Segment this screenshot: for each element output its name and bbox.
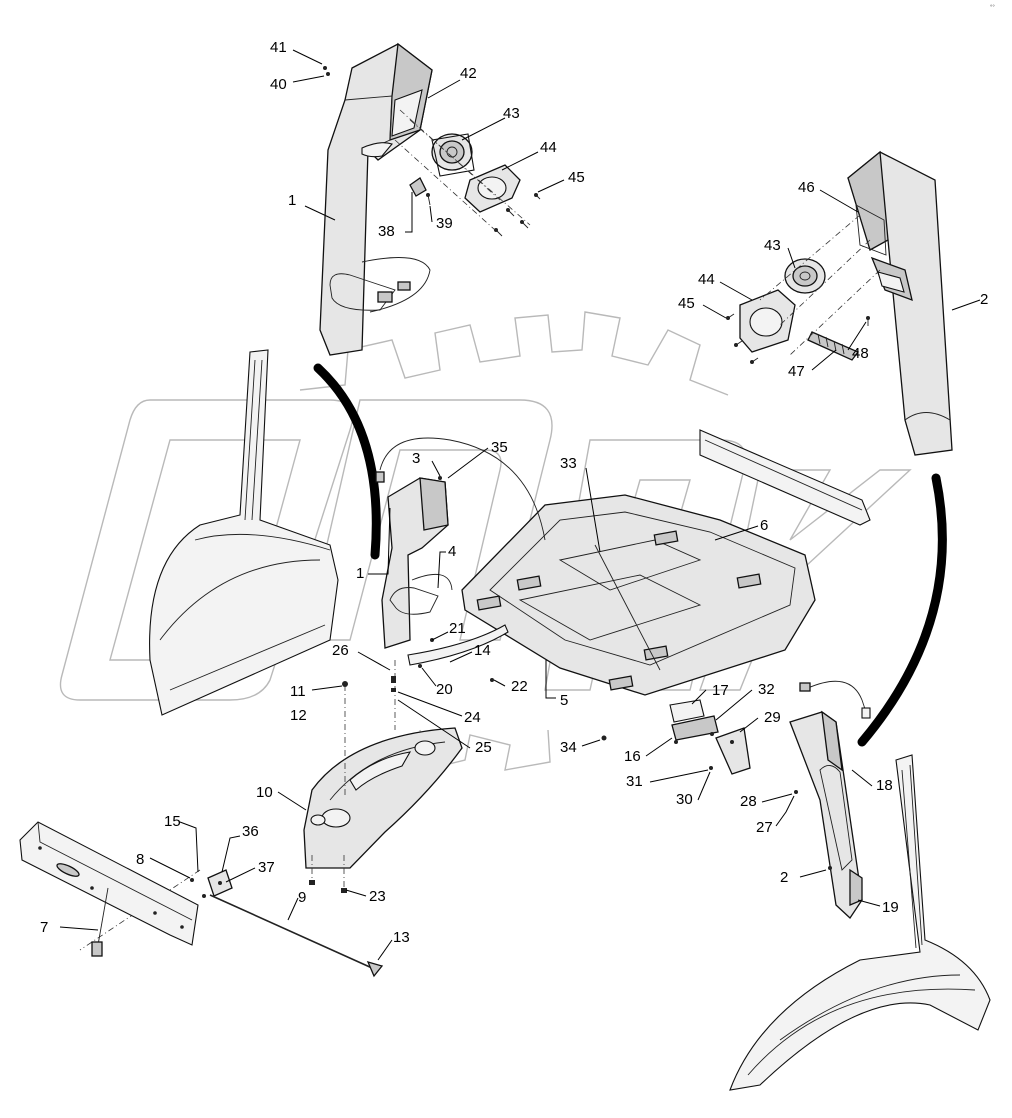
callout-31: 31 <box>626 773 643 790</box>
roof-headliner <box>461 494 816 696</box>
left-fender-panel <box>149 349 339 716</box>
assembly-lines-upper-right <box>759 214 881 356</box>
callout-11: 11 <box>290 683 306 700</box>
speaker-grille-left <box>464 164 521 213</box>
wire-harness-47 <box>807 331 860 361</box>
callout-29: 29 <box>764 709 781 726</box>
callout-9: 9 <box>298 889 306 906</box>
callout-20: 20 <box>436 681 453 698</box>
callout-45-left: 45 <box>568 169 585 186</box>
speaker-left <box>431 133 475 177</box>
misc-fasteners <box>601 735 798 794</box>
callout-34: 34 <box>560 739 577 756</box>
callout-47: 47 <box>788 363 805 380</box>
callout-5: 5 <box>560 692 568 709</box>
rear-trim-rail <box>699 429 871 526</box>
callout-38: 38 <box>378 223 395 240</box>
callout-45-right: 45 <box>678 295 695 312</box>
callout-44-left: 44 <box>540 139 557 156</box>
speaker-grille-right <box>739 289 796 353</box>
callout-25: 25 <box>475 739 492 756</box>
callout-30: 30 <box>676 791 693 808</box>
right-upper-pillar <box>847 150 953 456</box>
callout-43-left: 43 <box>503 105 520 122</box>
callout-21: 21 <box>449 620 466 637</box>
callout-13: 13 <box>393 929 410 946</box>
assembly-lines-console <box>79 660 396 951</box>
callout-43-right: 43 <box>764 237 781 254</box>
callout-33: 33 <box>560 455 577 472</box>
speaker-right <box>784 258 826 294</box>
callout-16: 16 <box>624 748 641 765</box>
right-lower-pillar <box>789 710 863 919</box>
callout-42: 42 <box>460 65 477 82</box>
bracket-36-37 <box>190 869 233 898</box>
left-upper-pillar <box>319 42 433 356</box>
callout-19: 19 <box>882 899 899 916</box>
bracket-29-30 <box>709 727 751 775</box>
light-module-16-17 <box>669 699 719 744</box>
callout-28: 28 <box>740 793 757 810</box>
right-fender-panel <box>729 754 991 1091</box>
callout-23: 23 <box>369 888 386 905</box>
rod-9 <box>209 894 384 978</box>
clip-40-41 <box>323 66 330 76</box>
cable-right <box>799 680 871 719</box>
callout-44-right: 44 <box>698 271 715 288</box>
callout-18: 18 <box>876 777 893 794</box>
callout-3: 3 <box>412 450 420 467</box>
callout-41: 41 <box>270 39 287 56</box>
callout-24: 24 <box>464 709 481 726</box>
connector-arcs <box>313 363 947 747</box>
callout-14: 14 <box>474 642 491 659</box>
corner-mark: °° <box>990 5 995 11</box>
bracket-38-39 <box>409 177 431 206</box>
left-mid-pillar <box>381 477 453 649</box>
callout-22: 22 <box>511 678 528 695</box>
screws-right <box>726 313 870 364</box>
callout-37: 37 <box>258 859 275 876</box>
callout-46: 46 <box>798 179 815 196</box>
callout-labels: 41 40 42 43 44 45 1 38 39 46 43 44 45 2 … <box>40 5 995 946</box>
callout-35: 35 <box>491 439 508 456</box>
front-header-bar <box>19 821 199 957</box>
trim-strip-14 <box>407 624 509 682</box>
callout-36: 36 <box>242 823 259 840</box>
screws-left <box>494 193 541 237</box>
callout-4: 4 <box>448 543 456 560</box>
callout-40: 40 <box>270 76 287 93</box>
callout-12: 12 <box>290 707 307 724</box>
cable-35 <box>375 437 546 541</box>
callout-2-upper: 2 <box>980 291 988 308</box>
callout-8: 8 <box>136 851 144 868</box>
leader-lines <box>59 49 981 961</box>
callout-7: 7 <box>40 919 48 936</box>
assembly-lines-upper-left <box>394 109 531 231</box>
callout-1-upper: 1 <box>288 192 296 209</box>
callout-2-lower: 2 <box>780 869 788 886</box>
callout-27: 27 <box>756 819 773 836</box>
callout-10: 10 <box>256 784 273 801</box>
callout-32: 32 <box>758 681 775 698</box>
callout-6: 6 <box>760 517 768 534</box>
callout-48: 48 <box>852 345 869 362</box>
callout-15: 15 <box>164 813 181 830</box>
callout-39: 39 <box>436 215 453 232</box>
callout-17: 17 <box>712 682 729 699</box>
overhead-console <box>303 727 463 869</box>
callout-1-mid: 1 <box>356 565 364 582</box>
callout-26: 26 <box>332 642 349 659</box>
